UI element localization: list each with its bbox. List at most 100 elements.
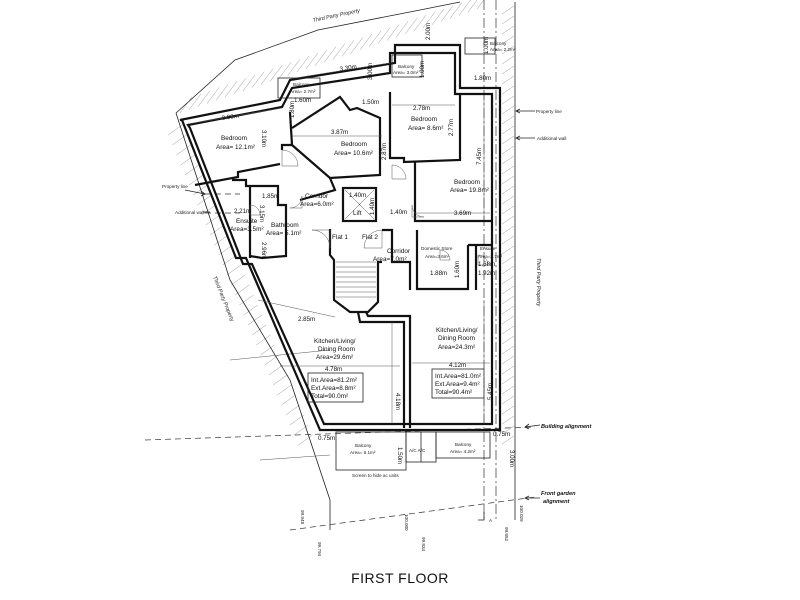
hatch-line [501,265,515,275]
hatch-line [206,87,220,104]
hatch-line [314,49,328,66]
outer-wall [179,43,502,432]
lift-cross-2 [344,189,375,220]
hatch-line [501,185,515,195]
dim-745: 7.45m [476,148,483,165]
dim-150b: 1.50m [396,447,403,464]
lift-name: Lift [353,210,362,217]
level-99852: 99.852 [504,527,509,541]
balcony-top-right-area: Area= 2.2m² [490,47,516,52]
level-99948: 99.948 [300,510,305,524]
hatch-line [285,404,300,416]
bedroom-right-name: Bedroom [454,179,480,186]
bedroom-left-name: Bedroom [221,135,247,142]
hatch-line [209,224,225,236]
dimension-labels: 3.30m 3.00m 2.00m 1.00m 1.00m 1.80m 1.80… [221,23,515,467]
dim-line-330 [294,62,391,79]
dim-168: 1.68m [478,261,495,268]
front-garden-line [289,496,536,531]
hatch-line [260,68,274,85]
hatch-line [205,214,221,226]
dim-390: 3.90m [221,113,239,122]
hatch-line [272,374,288,386]
dim-278: 2.78m [413,105,430,112]
hatch-line [501,65,515,75]
dim-075b: 0.75m [493,431,510,438]
boundary-left-line [175,112,331,530]
hatching [167,0,515,446]
lift-shaft [341,186,378,223]
bedroom-tr-name: Bedroom [411,116,437,123]
ac-units-label: A/C A/C [409,448,426,453]
arrow-property-line-right [515,108,535,114]
hatch-line [341,40,355,57]
door-flat-2 [363,229,383,249]
dim-287: 2.87m [381,143,388,160]
walls [179,37,502,471]
wall-store [415,230,470,291]
property-line-right-label: Property line [536,109,562,114]
boundary-lower-left [229,349,331,361]
dim-192: 1.92m [478,270,495,277]
section-marker: A [489,518,493,523]
corridor-2-area: Area=7.0m² [373,256,407,263]
door-swing-4 [289,195,303,209]
dimension-lines [187,62,490,424]
hatch-line [298,434,313,446]
dim-221: 2.21m [234,208,251,215]
kitchen-2-line1: Kitchen/Living/ [436,327,478,334]
hatch-line [449,2,463,19]
hatch-line [501,155,515,165]
dim-line-390 [187,107,283,125]
building-alignment-label: Building alignment [541,424,592,430]
hatch-line [268,364,284,376]
ensuite-right-name: Ensuite [480,246,496,251]
arrow-additional-wall-right [515,135,535,141]
dim-285: 2.85m [298,316,315,323]
flat1-total: Total=90.0m² [311,393,348,400]
hatch-line [501,385,515,395]
hatch-line [501,365,515,375]
flat2-int-area: Int.Area=81.0m² [435,373,481,380]
room-labels: Balcony Area= 2.7m² Balcony Area= 3.0m² … [216,41,516,478]
dim-150: 1.50m [362,99,379,106]
dim-545: 5.45m [487,383,494,400]
hatch-line [251,71,265,88]
wall-mid-bottom [299,177,337,202]
dim-296: 2.96m [260,242,267,259]
balcony-top-mid [391,54,423,78]
bedroom-right-area: Area= 19.8m² [450,187,489,194]
hatch-line [501,375,515,385]
hatch-line [235,284,250,296]
hatch-line [501,425,515,435]
hatch-line [247,314,263,326]
hatch-line [188,93,202,110]
hatch-line [176,144,191,156]
wall-party [356,311,406,428]
dim-188: 1.88m [430,270,447,277]
door-bathroom [249,204,261,216]
balcony-bottom-right-area: Area= 4.2m² [450,449,476,454]
dim-140b: 1.40m [369,198,376,215]
ensuite-left-name: Ensuite [236,218,258,225]
hatch-line [287,59,301,76]
hatch-line [458,0,471,16]
hatch-line [184,164,200,176]
arrow-building-alignment [524,423,541,430]
hatch-line [501,315,515,325]
arrow-property-line-left [184,189,206,197]
domestic-store-area: Area=3.6m² [425,254,450,259]
dim-160: 1.60m [294,97,311,104]
stair-treads [336,261,376,298]
hatch-line [501,195,515,205]
corridor-1-area: Area=6.0m² [300,201,334,208]
dim-277: 2.77m [448,119,455,136]
hatch-line [431,8,445,25]
wall-party-2 [365,311,412,428]
level-labels: 99.948 99.794 100.000 99.834 100.029 99.… [300,505,524,556]
hatch-line [501,215,515,225]
hatch-line [501,95,515,105]
bathroom-name: Bathroom [271,222,299,229]
inner-wall [186,51,494,426]
